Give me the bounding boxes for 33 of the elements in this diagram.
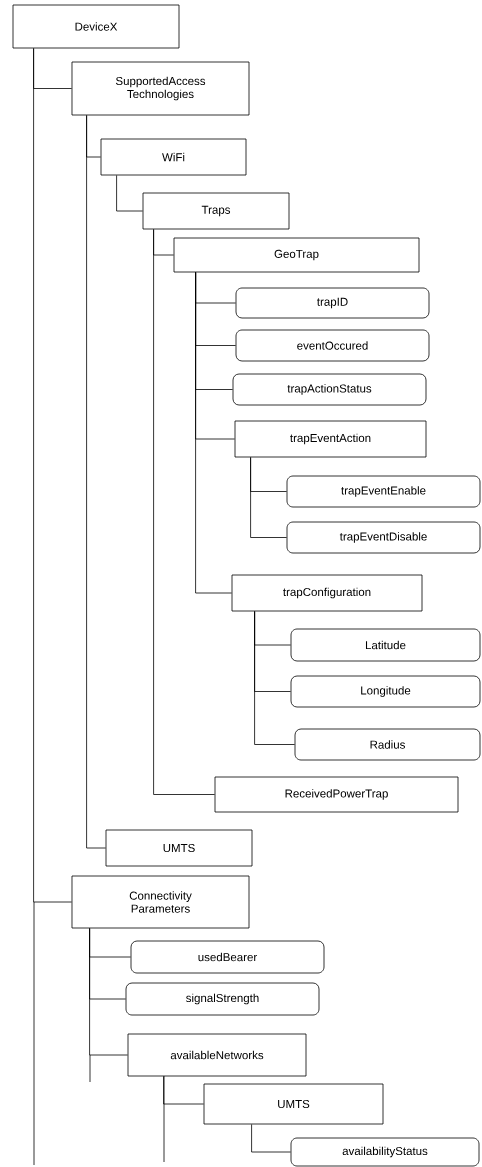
leaf-box: Latitude: [290, 628, 481, 662]
tree-connector: [195, 272, 232, 594]
node-box: trapEventAction: [234, 420, 427, 458]
leaf-box: trapEventEnable: [286, 475, 481, 508]
tree-connector: [250, 457, 287, 538]
leaf-box: availabilityStatus: [290, 1137, 480, 1167]
leaf-box: Longitude: [290, 675, 481, 708]
leaf-box: trapID: [235, 287, 430, 319]
node-box: Connectivity Parameters: [71, 875, 250, 929]
leaf-box: trapEventDisable: [286, 521, 481, 554]
node-box: ReceivedPowerTrap: [214, 776, 459, 813]
node-box: availableNetworks: [127, 1033, 307, 1077]
node-box: UMTS: [203, 1083, 384, 1125]
node-box: DeviceX: [12, 4, 180, 49]
node-box: trapConfiguration: [231, 574, 423, 612]
leaf-box: signalStrength: [125, 982, 320, 1016]
node-box: GeoTrap: [173, 237, 420, 273]
tree-connector: [163, 1076, 204, 1105]
tree-connector: [33, 48, 72, 903]
tree-connector: [86, 115, 106, 849]
node-box: Traps: [142, 192, 290, 230]
node-box: UMTS: [105, 829, 253, 867]
leaf-box: usedBearer: [130, 940, 325, 974]
tree-connector: [89, 928, 128, 1056]
node-box: SupportedAccess Technologies: [71, 61, 250, 116]
tree-connector: [116, 175, 143, 212]
node-box: WiFi: [100, 138, 247, 176]
tree-connector: [254, 611, 295, 745]
leaf-box: trapActionStatus: [232, 373, 427, 406]
leaf-box: Radius: [294, 728, 481, 761]
tree-connector: [251, 1124, 291, 1153]
tree-connector: [153, 229, 215, 795]
leaf-box: eventOccured: [235, 329, 430, 362]
